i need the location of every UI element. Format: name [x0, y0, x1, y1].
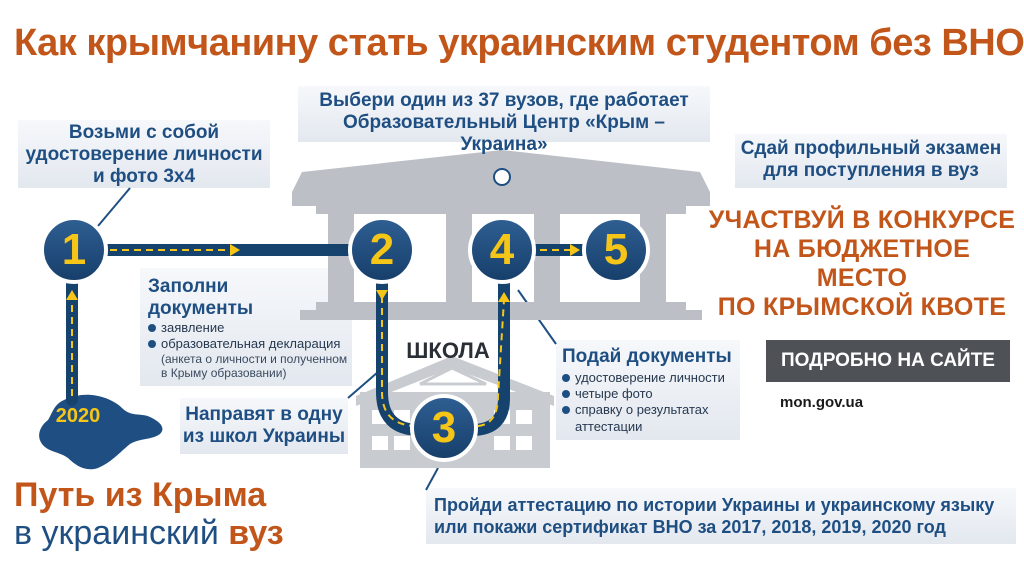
list-item-text: удостоверение личности	[575, 370, 725, 385]
step3-label-line: Пройди аттестацию по истории Украины и у…	[434, 495, 995, 515]
step4-number: 4	[489, 225, 515, 274]
path-arrows	[66, 244, 580, 302]
step5-label-box	[735, 134, 1007, 188]
schools-label-line: из школ Украины	[182, 426, 346, 447]
path-title: Путь из Крыма в украинский вуз	[14, 476, 414, 552]
list-item-text: четыре фото	[575, 386, 653, 401]
step1-label-box	[18, 120, 270, 188]
step2-label: Выбери один из 37 вузов, где работает Об…	[298, 90, 710, 156]
contest-line: ПО КРЫМСКОЙ КВОТЕ	[717, 293, 1007, 321]
university-emblem	[493, 168, 511, 186]
list-item: удостоверение личности	[562, 370, 740, 386]
list-item-text: справку о результатах	[575, 402, 709, 417]
step-discs	[40, 216, 650, 462]
bullet-dot-icon	[562, 406, 570, 414]
step1-leader-line	[97, 187, 131, 227]
bullet-dot-icon	[562, 390, 570, 398]
fill-docs-title-line: Заполни	[148, 276, 229, 297]
step2-number: 2	[369, 225, 395, 274]
list-item: четыре фото	[562, 386, 740, 402]
step4-list: удостоверение личности четыре фото справ…	[562, 370, 740, 418]
contest-label: УЧАСТВУЙ В КОНКУРСЕ НА БЮДЖЕТНОЕ МЕСТО П…	[706, 206, 1018, 322]
step2-label-line: Образовательный Центр «Крым – Украина»	[342, 112, 666, 155]
schools-label-box	[180, 398, 348, 454]
bullet-dot-icon	[148, 340, 156, 348]
page-title: Как крымчанину стать украинским студенто…	[14, 22, 1024, 64]
path-title-line2-bold: вуз	[228, 514, 284, 552]
crimea-map	[39, 394, 163, 470]
schools-label: Направят в одну из школ Украины	[180, 404, 348, 448]
list-item-text: заявление	[161, 320, 225, 335]
website-body-bg	[766, 382, 1010, 426]
step2-label-box	[298, 86, 710, 142]
path-title-line2-prefix: в украинский	[14, 514, 229, 552]
step2-label-line: Выбери один из 37 вузов, где работает	[319, 90, 689, 111]
path-title-line2: в украинский вуз	[14, 514, 414, 552]
step4-list-continuation: аттестации	[575, 419, 643, 434]
schools-label-line: Направят в одну	[185, 404, 343, 425]
website-header: ПОДРОБНО НА САЙТЕ	[781, 350, 995, 371]
fill-docs-label-box	[140, 268, 352, 386]
step5-number: 5	[603, 225, 629, 274]
contest-line: УЧАСТВУЙ В КОНКУРСЕ	[708, 206, 1016, 234]
website-header-bg	[766, 340, 1010, 382]
school-label: ШКОЛА	[406, 338, 490, 363]
list-item: справку о результатах	[562, 402, 740, 418]
step5-label-line: для поступления в вуз	[763, 160, 979, 181]
step1-number: 1	[61, 225, 87, 274]
crimea-year: 2020	[55, 405, 101, 427]
fill-docs-note-line: в Крыму образовании)	[161, 366, 287, 380]
path-dashes	[71, 249, 572, 427]
step3-number: 3	[431, 403, 457, 452]
step1-label-line: Возьми с собой	[68, 122, 220, 143]
step3-label: Пройди аттестацию по истории Украины и у…	[434, 494, 1014, 538]
list-item-text: образовательная декларация	[161, 336, 341, 351]
fill-docs-list: заявление образовательная декларация	[148, 320, 352, 352]
website-link[interactable]: mon.gov.ua	[780, 394, 864, 411]
step3-leader-line	[425, 467, 439, 491]
step1-label: Возьми с собой удостоверение личности и …	[18, 122, 270, 188]
step3-label-box	[426, 488, 1016, 544]
step3-label-line: или покажи сертификат ВНО за 2017, 2018,…	[434, 517, 946, 537]
step4-title: Подай документы	[562, 346, 732, 367]
fill-docs-title: Заполни документы	[148, 276, 348, 320]
fill-docs-note-line: (анкета о личности и полученном	[161, 352, 348, 366]
step1-label-line: удостоверение личности	[25, 144, 263, 165]
fill-docs-note: (анкета о личности и полученном в Крыму …	[161, 352, 353, 380]
bullet-dot-icon	[562, 374, 570, 382]
step5-label-line: Сдай профильный экзамен	[740, 138, 1002, 159]
step1-label-line: и фото 3х4	[92, 166, 196, 187]
fill-docs-title-line: документы	[148, 298, 254, 319]
step4-label-box	[556, 340, 740, 440]
list-item: заявление	[148, 320, 352, 336]
path-title-line1: Путь из Крыма	[14, 476, 267, 514]
step5-label: Сдай профильный экзамен для поступления …	[735, 138, 1007, 182]
bullet-dot-icon	[148, 324, 156, 332]
contest-line: НА БЮДЖЕТНОЕ МЕСТО	[753, 235, 971, 292]
list-item: образовательная декларация	[148, 336, 352, 352]
schools-leader-line	[347, 371, 379, 399]
